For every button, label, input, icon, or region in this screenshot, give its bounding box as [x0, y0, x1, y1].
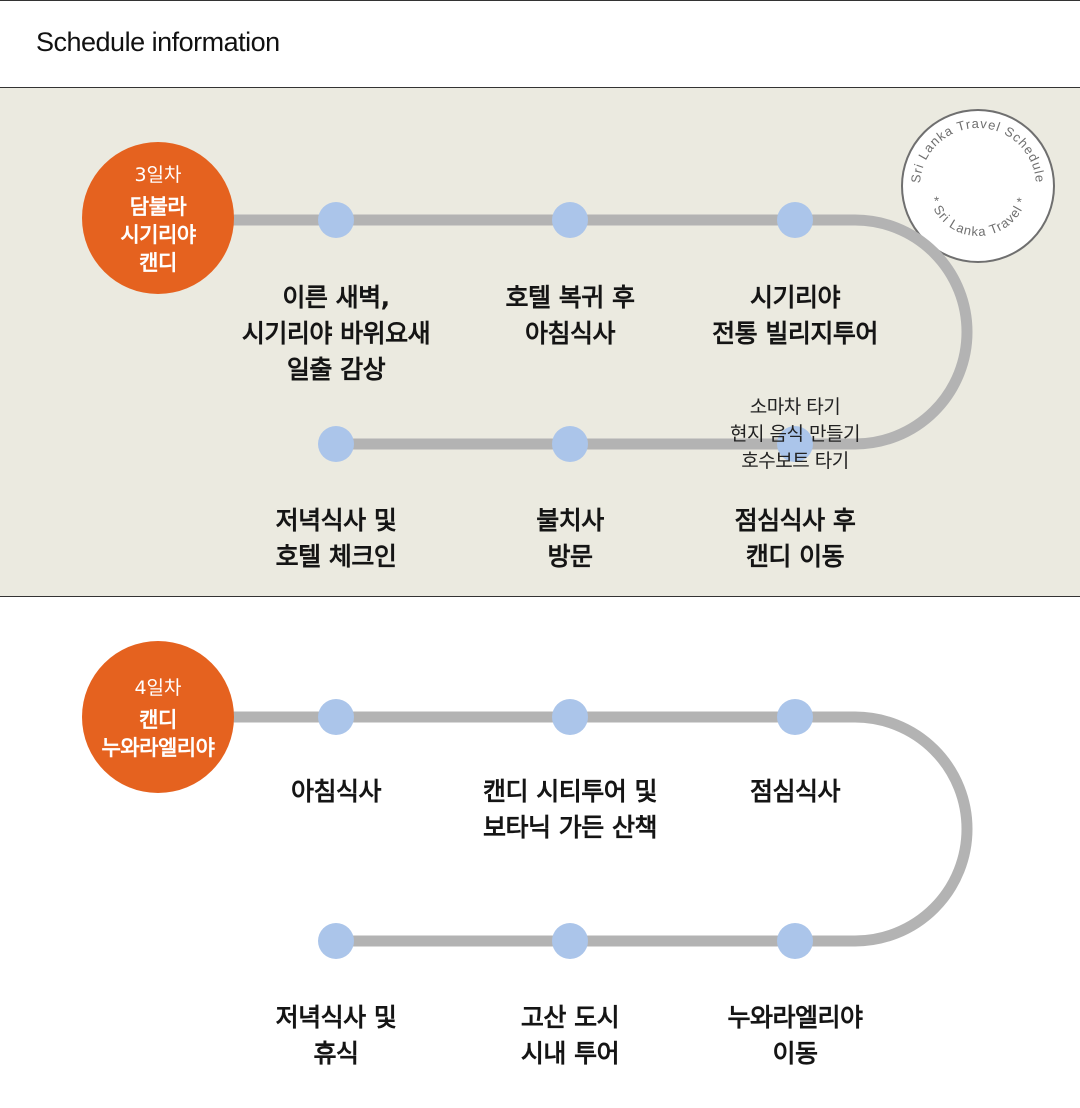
- day3-stop-dot-1: [318, 202, 354, 238]
- day4-place: 캔디 누와라엘리야: [101, 707, 215, 760]
- stop-title: 불치사 방문: [536, 506, 604, 571]
- day3-stop-2: 호텔 복귀 후 아침식사: [440, 244, 700, 388]
- route-diagram: [224, 202, 973, 959]
- stop-title: 캔디 시티투어 및 보타닉 가든 산책: [483, 777, 657, 842]
- page-title: Schedule information: [36, 27, 280, 57]
- stop-title: 고산 도시 시내 투어: [520, 1003, 620, 1068]
- day4-stop-5: 고산 도시 시내 투어: [440, 964, 700, 1108]
- day3-route-line: [224, 214, 973, 450]
- day3-stop-dot-2: [552, 202, 588, 238]
- day3-stop-1: 이른 새벽, 시기리야 바위요새 일출 감상: [206, 244, 466, 424]
- day4-badge: 4일차 캔디 누와라엘리야: [82, 641, 234, 793]
- day4-stop-dot-5: [552, 923, 588, 959]
- stop-title: 시기리야 전통 빌리지투어: [712, 283, 878, 348]
- stop-title: 저녁식사 및 휴식: [275, 1003, 397, 1068]
- stop-title: 아침식사: [290, 777, 382, 806]
- stop-title: 점심식사: [749, 777, 841, 806]
- stop-title: 이른 새벽, 시기리야 바위요새 일출 감상: [241, 283, 431, 384]
- day3-stop-4: 점심식사 후 캔디 이동: [665, 467, 925, 611]
- day3-stop-dot-4: [777, 426, 813, 462]
- stop-note: 소마차 타기 현지 음식 만들기 호수보트 타기: [730, 396, 860, 472]
- stop-title: 누와라엘리야 이동: [727, 1003, 863, 1068]
- day3-place: 담불라 시기리야 캔디: [120, 194, 196, 275]
- stop-title: 호텔 복귀 후 아침식사: [505, 283, 635, 348]
- day4-stop-6: 저녁식사 및 휴식: [206, 964, 466, 1108]
- day4-stop-dot-3: [777, 699, 813, 735]
- stop-title: 저녁식사 및 호텔 체크인: [275, 506, 397, 571]
- day4-stop-dot-2: [552, 699, 588, 735]
- day4-label: 4일차: [134, 676, 182, 699]
- day3-stop-5: 불치사 방문: [440, 467, 700, 611]
- day4-stop-4: 누와라엘리야 이동: [665, 964, 925, 1108]
- stop-title: 점심식사 후 캔디 이동: [734, 506, 856, 571]
- day3-stop-3: 시기리야 전통 빌리지투어 소마차 타기 현지 음식 만들기 호수보트 타기: [665, 244, 925, 511]
- day4-stop-dot-4: [777, 923, 813, 959]
- travel-stamp-icon: Sri Lanka Travel Schedule * Sri Lanka Tr…: [901, 109, 1055, 263]
- day3-stop-dot-6: [318, 426, 354, 462]
- day4-stop-dot-6: [318, 923, 354, 959]
- day4-stop-2: 캔디 시티투어 및 보타닉 가든 산책: [440, 738, 700, 882]
- day3-badge: 3일차 담불라 시기리야 캔디: [82, 142, 234, 294]
- day3-stop-dot-3: [777, 202, 813, 238]
- day3-label: 3일차: [134, 163, 182, 186]
- header-bar: Schedule information: [0, 0, 1080, 88]
- day4-stop-3: 점심식사: [665, 738, 925, 846]
- day3-stop-6: 저녁식사 및 호텔 체크인: [206, 467, 466, 611]
- day4-stop-1: 아침식사: [206, 738, 466, 846]
- day4-route-line: [224, 711, 973, 947]
- day4-stop-dot-1: [318, 699, 354, 735]
- day3-stop-dot-5: [552, 426, 588, 462]
